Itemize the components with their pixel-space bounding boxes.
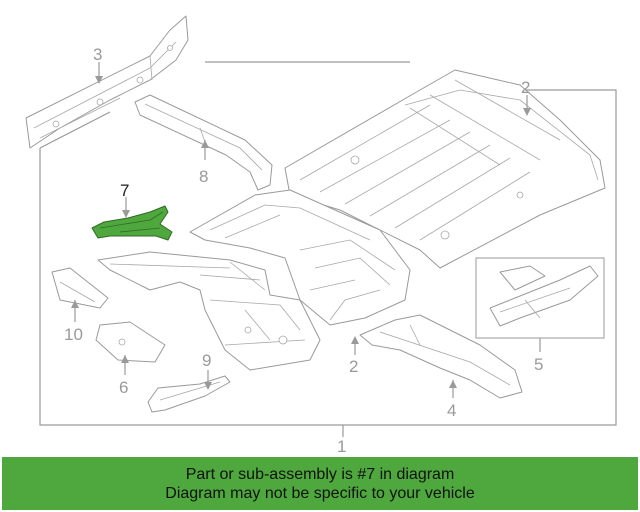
info-banner: Part or sub-assembly is #7 in diagram Di…: [2, 457, 638, 510]
part-5-group[interactable]: [475, 257, 605, 339]
part-2-rear-floor-pan[interactable]: [284, 69, 606, 269]
part-10-bracket[interactable]: [51, 267, 109, 309]
part-4-crossmember[interactable]: [359, 314, 523, 399]
callout-8: 8: [199, 167, 208, 186]
part-9-brace[interactable]: [147, 375, 231, 413]
callout-10: 10: [64, 325, 83, 344]
callout-5: 5: [534, 355, 543, 374]
leader-lines: [71, 62, 541, 437]
callout-3: 3: [93, 45, 102, 64]
part-7-reinforcement-highlighted[interactable]: [91, 205, 173, 241]
part-1-main-floor[interactable]: [97, 251, 321, 371]
callout-6: 6: [119, 378, 128, 397]
callout-1: 1: [337, 437, 346, 455]
callout-9: 9: [202, 351, 211, 370]
callout-4: 4: [447, 401, 456, 420]
banner-line-2: Diagram may not be specific to your vehi…: [165, 484, 475, 502]
callout-2-top: 2: [521, 78, 530, 97]
parts-diagram: 3 8 2 7 2 5 4 10 6 9 1: [25, 15, 617, 455]
part-8-rail-member[interactable]: [134, 94, 273, 191]
part-6-bracket[interactable]: [95, 321, 166, 363]
part-3-side-rail[interactable]: [25, 15, 189, 149]
assembly-frame: [39, 61, 617, 426]
part-2-front-floor-pan[interactable]: [189, 189, 411, 326]
callout-7: 7: [120, 181, 129, 200]
banner-line-1: Part or sub-assembly is #7 in diagram: [185, 465, 455, 483]
callout-2-lower: 2: [349, 357, 358, 376]
